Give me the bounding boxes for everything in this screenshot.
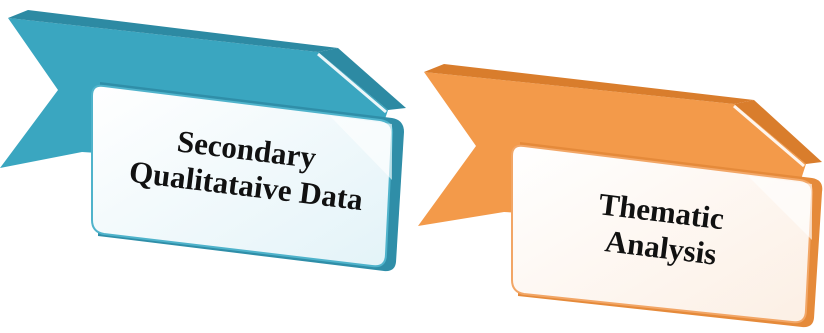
step-2-ribbon-side	[734, 100, 822, 164]
step-2-ribbon-top-edge	[424, 64, 754, 104]
step-1-ribbon-top-edge	[8, 10, 338, 52]
step-2-ribbon-highlight	[733, 104, 805, 168]
step-secondary-qualitative-data: Secondary Qualitataive Data	[0, 10, 406, 272]
step-1-card-shine	[330, 116, 392, 180]
step-2-card-shine	[748, 176, 812, 240]
step-1-ribbon-highlight	[317, 52, 387, 114]
step-1-ribbon-side	[318, 48, 406, 110]
step-thematic-analysis: Thematic Analysis	[418, 64, 823, 328]
